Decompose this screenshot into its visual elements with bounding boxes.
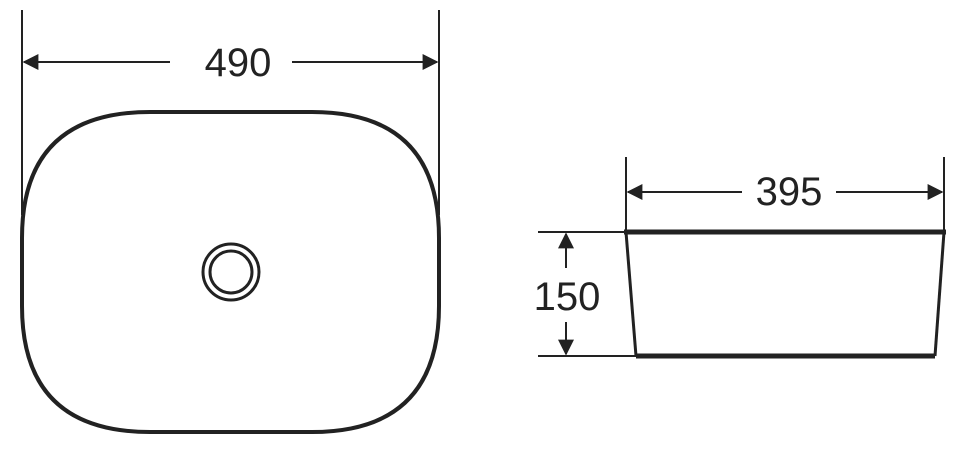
basin-outline <box>20 110 441 434</box>
side-view-width-label: 395 <box>756 170 823 214</box>
top-view-width-label: 490 <box>205 41 272 85</box>
top-view: 490 <box>20 10 441 434</box>
side-view-height-label: 150 <box>534 275 601 319</box>
side-view-right-wall <box>933 231 946 357</box>
drain-inner-ring <box>208 249 254 295</box>
side-view: 395 150 <box>534 157 946 359</box>
side-view-left-wall <box>624 231 638 357</box>
drain-outer-ring <box>201 242 261 302</box>
